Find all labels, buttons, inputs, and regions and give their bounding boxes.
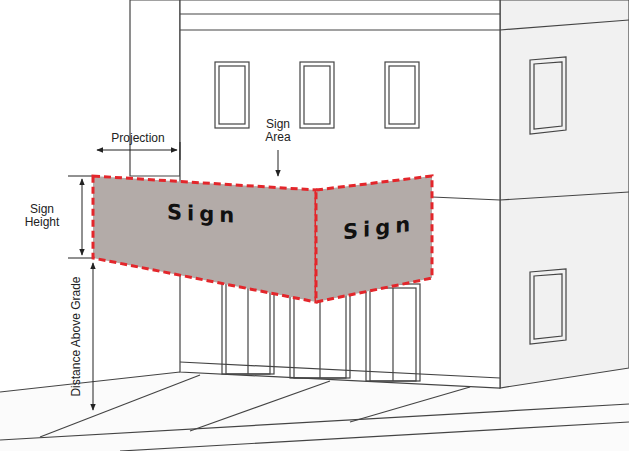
window [300,62,334,128]
base-line [180,362,500,378]
door [226,282,270,374]
window [530,269,566,344]
window [530,57,566,134]
window [304,66,330,124]
window [389,66,415,124]
grade-arrow [93,263,94,410]
door [392,288,393,381]
projection-arrow [97,150,177,151]
window [534,274,562,339]
sidewalk-joint [190,381,330,431]
side-wall [500,0,629,388]
sidewalk-joint [40,375,200,437]
ground-line [0,372,180,392]
window [219,66,245,124]
tick [180,142,181,160]
floor-line [432,197,500,200]
sign-outline [316,176,432,302]
sign-outline [93,176,316,302]
leader-line [278,150,279,176]
projection-label: Projection [98,132,178,145]
floor-line [500,192,629,200]
curb-line [120,422,629,451]
sign-outline [93,176,316,302]
sign-front-face: Sign [93,176,316,302]
door [247,282,248,374]
sidewalk-joint [350,387,470,422]
door [370,288,416,381]
cornice-line [180,13,500,14]
grade-label: Distance Above Grade [70,261,83,411]
sign-area-label: Sign Area [258,118,298,144]
sign-height-label: Sign Height [20,203,64,229]
door [366,284,420,381]
window [215,62,249,128]
tick [68,176,92,177]
window [385,62,419,128]
sign-side-face: Sign [316,176,432,302]
cornice-line [180,29,500,30]
tick [68,258,92,259]
sign-text: Sign [167,200,239,228]
cornice-line [500,20,629,30]
window [534,62,562,129]
height-arrow [82,179,83,255]
curb-line [0,404,629,440]
